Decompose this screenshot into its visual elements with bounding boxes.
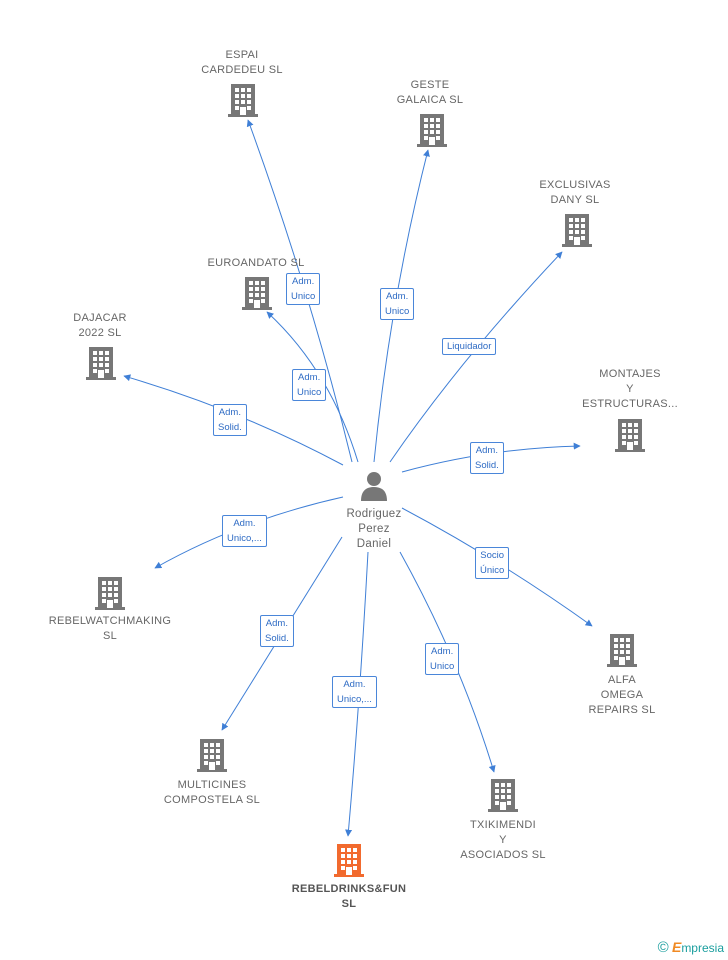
copyright-icon: © [657,939,669,956]
edge-exclusivas [389,251,563,463]
company-label-espai[interactable]: ESPAI CARDEDEU SL [201,49,283,76]
building-icon[interactable] [86,346,116,385]
relation-label-alfa[interactable]: Socio Único [475,547,510,579]
relation-label-dajacar[interactable]: Adm. Solid. [213,404,247,436]
building-icon[interactable] [242,276,272,315]
building-icon[interactable] [562,213,592,252]
relation-label-rebeldrinks[interactable]: Adm. Unico,... [332,676,377,708]
brand-name: mpresia [681,941,724,955]
company-label-montajes[interactable]: MONTAJES Y ESTRUCTURAS... [582,368,678,410]
relation-label-montajes[interactable]: Adm. Solid. [470,442,504,474]
company-label-rebelwatch[interactable]: REBELWATCHMAKING SL [48,615,172,642]
relation-label-rebelwatch[interactable]: Adm. Unico,... [222,515,267,547]
relation-label-multicines[interactable]: Adm. Solid. [260,615,294,647]
relation-label-exclusivas[interactable]: Liquidador [442,338,497,355]
relation-label-espai[interactable]: Adm. Unico [286,273,321,305]
relation-label-euroandato[interactable]: Adm. Unico [292,369,327,401]
brand-watermark: © Empresia [658,939,724,956]
company-label-geste[interactable]: GESTE GALAICA SL [396,79,464,106]
company-label-exclusivas[interactable]: EXCLUSIVAS DANY SL [539,179,611,206]
building-icon[interactable] [228,83,258,122]
building-icon[interactable] [417,113,447,152]
building-icon[interactable] [334,843,364,882]
company-label-alfa[interactable]: ALFA OMEGA REPAIRS SL [588,674,656,716]
building-icon[interactable] [607,633,637,672]
person-icon [359,470,389,502]
building-icon[interactable] [197,738,227,777]
building-icon[interactable] [95,576,125,615]
relation-label-txikimendi[interactable]: Adm. Unico [425,643,460,675]
building-icon[interactable] [615,418,645,457]
brand-initial: E [671,939,682,955]
company-label-dajacar[interactable]: DAJACAR 2022 SL [73,312,127,339]
company-label-txikimendi[interactable]: TXIKIMENDI Y ASOCIADOS SL [460,819,546,861]
company-label-rebeldrinks[interactable]: REBELDRINKS&FUN SL [291,883,407,910]
center-person-name[interactable]: Rodriguez Perez Daniel [346,508,402,550]
building-icon[interactable] [488,778,518,817]
company-label-euroandato[interactable]: EUROANDATO SL [207,257,305,269]
relation-label-geste[interactable]: Adm. Unico [380,288,415,320]
company-label-multicines[interactable]: MULTICINES COMPOSTELA SL [163,779,261,806]
